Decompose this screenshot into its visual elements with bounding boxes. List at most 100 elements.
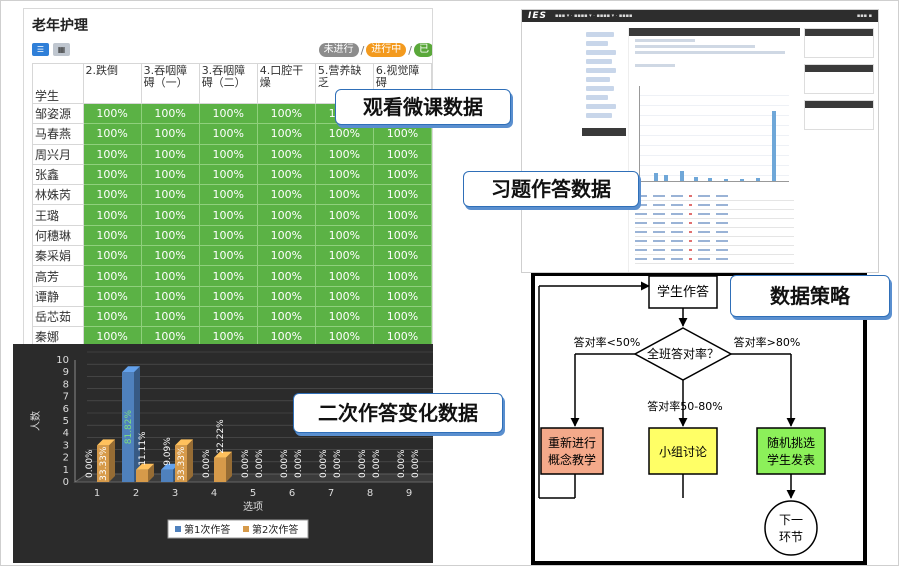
callout-micro-course: 观看微课数据	[335, 89, 511, 125]
data-label: 0.00%	[255, 449, 265, 478]
progress-cell: 100%	[314, 285, 374, 307]
x-tick-label: 9	[406, 488, 412, 499]
strategy-flowchart-panel: 学生作答 全班答对率？ 答对率<50% 答对率>80% 答对率50-80% 重新…	[531, 273, 867, 565]
progress-cell: 100%	[140, 285, 200, 307]
progress-cell: 100%	[256, 184, 316, 206]
legend-label: 第2次作答	[252, 523, 298, 536]
progress-cell: 100%	[256, 224, 316, 247]
data-label: 81.82%	[124, 409, 134, 444]
ies-menu-placeholder: ▪▪▪ ▾ · ▪▪▪▪ ▾ · ▪▪▪▪ ▾ · ▪▪▪▪	[554, 13, 633, 19]
progress-cell: 100%	[82, 143, 142, 165]
progress-cell: 100%	[140, 184, 200, 206]
y-tick-label: 9	[63, 367, 69, 378]
y-tick-label: 8	[63, 379, 69, 390]
progress-cell: 100%	[82, 245, 142, 267]
status-not-started[interactable]: 未进行	[318, 43, 359, 57]
column-header-student[interactable]: 学生	[32, 63, 84, 104]
progress-cell: 100%	[140, 204, 200, 226]
status-in-progress[interactable]: 进行中	[366, 43, 407, 57]
ies-logo: IES	[528, 11, 547, 21]
progress-cell: 100%	[256, 265, 316, 287]
progress-cell: 100%	[140, 265, 200, 287]
progress-cell: 100%	[372, 326, 432, 344]
data-label: 22.22%	[216, 419, 226, 454]
y-tick-label: 3	[63, 440, 69, 451]
bar-side	[187, 439, 193, 482]
y-tick-label: 7	[63, 392, 69, 403]
progress-cell: 100%	[372, 305, 432, 328]
callout-strategy: 数据策略	[730, 275, 890, 317]
progress-cell: 100%	[198, 224, 258, 247]
progress-cell: 100%	[372, 143, 432, 165]
student-name: 谭静	[32, 285, 84, 307]
progress-cell: 100%	[82, 326, 142, 344]
y-tick-label: 2	[63, 453, 69, 464]
progress-cell: 100%	[198, 102, 258, 125]
bar-chart: 012345678910人数0.00%33.33%181.82%11.11%29…	[29, 351, 433, 539]
ies-right-column	[804, 28, 874, 272]
status-separator: /	[408, 43, 412, 57]
progress-cell: 100%	[314, 163, 374, 186]
progress-cell: 100%	[140, 163, 200, 186]
data-label: 0.00%	[280, 449, 290, 478]
progress-cell: 100%	[372, 245, 432, 267]
ies-top-bar: IES ▪▪▪ ▾ · ▪▪▪▪ ▾ · ▪▪▪▪ ▾ · ▪▪▪▪ ▪▪▪ ▪	[522, 10, 878, 22]
progress-cell: 100%	[314, 184, 374, 206]
branch-high-label: 答对率>80%	[734, 335, 801, 349]
bar	[136, 469, 148, 482]
list-view-button[interactable]: ☰	[32, 43, 49, 56]
column-header[interactable]: 3.吞咽障碍（一）	[140, 63, 200, 104]
data-label: 9.09%	[163, 437, 173, 466]
status-done[interactable]: 已	[414, 43, 432, 57]
progress-cell: 100%	[372, 265, 432, 287]
progress-cell: 100%	[82, 265, 142, 287]
data-label: 11.11%	[138, 431, 148, 466]
branch-mid-label: 答对率50-80%	[647, 399, 722, 413]
progress-cell: 100%	[198, 265, 258, 287]
table-body: 邹姿源100%100%100%100%100%100%马春燕100%100%10…	[32, 102, 432, 344]
data-label: 0.00%	[294, 449, 304, 478]
progress-cell: 100%	[198, 184, 258, 206]
action-low-line2: 概念教学	[548, 452, 596, 467]
progress-cell: 100%	[256, 245, 316, 267]
bar	[175, 445, 187, 482]
status-separator: /	[360, 43, 365, 57]
progress-cell: 100%	[256, 204, 316, 226]
progress-cell: 100%	[198, 204, 258, 226]
y-tick-label: 5	[63, 416, 69, 427]
bar-top	[214, 451, 232, 458]
bar	[161, 469, 173, 482]
student-name: 岳芯茹	[32, 305, 84, 328]
x-tick-label: 4	[211, 488, 217, 499]
student-name: 周兴月	[32, 143, 84, 165]
student-name: 秦娜	[32, 326, 84, 344]
bar-top	[136, 463, 154, 470]
progress-cell: 100%	[314, 265, 374, 287]
progress-cell: 100%	[256, 123, 316, 145]
view-toggle: ☰ ▦	[32, 43, 70, 56]
progress-cell: 100%	[198, 163, 258, 186]
progress-cell: 100%	[82, 204, 142, 226]
ies-data-rows	[635, 192, 794, 264]
column-header[interactable]: 2.跌倒	[82, 63, 142, 104]
grid-view-button[interactable]: ▦	[53, 43, 70, 56]
progress-cell: 100%	[140, 123, 200, 145]
y-tick-label: 4	[63, 428, 69, 439]
progress-cell: 100%	[198, 305, 258, 328]
progress-cell: 100%	[256, 102, 316, 125]
column-header[interactable]: 4.口腔干燥	[256, 63, 316, 104]
progress-cell: 100%	[372, 285, 432, 307]
action-low-box	[540, 427, 604, 475]
progress-cell: 100%	[256, 326, 316, 344]
column-header[interactable]: 3.吞咽障碍（二）	[198, 63, 258, 104]
progress-cell: 100%	[198, 326, 258, 344]
progress-cell: 100%	[372, 204, 432, 226]
